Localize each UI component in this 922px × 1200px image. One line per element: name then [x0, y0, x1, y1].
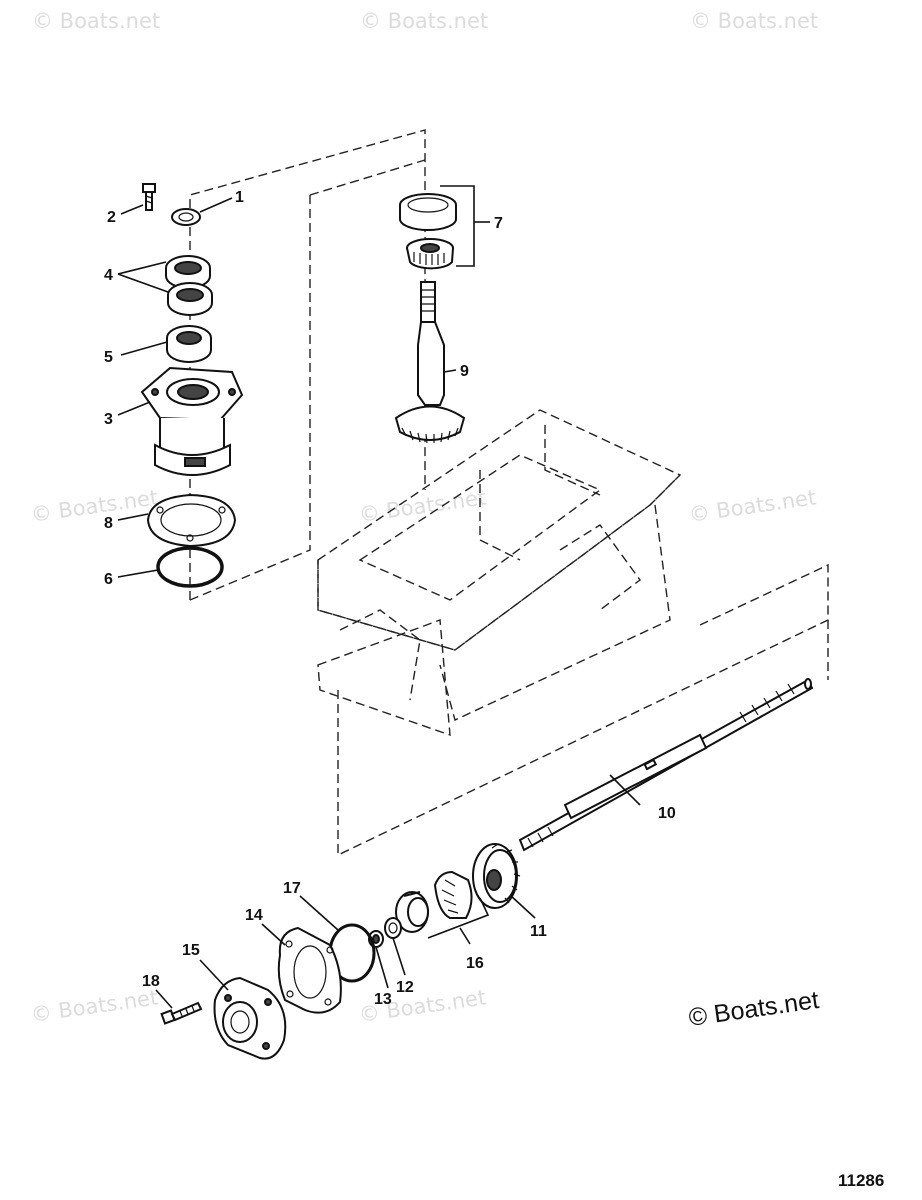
callout-15: 15 [182, 942, 200, 959]
gear-housing-phantom [317, 409, 682, 737]
callout-numbers: 1 2 3 4 5 6 7 8 9 10 11 12 13 14 15 16 1… [104, 189, 676, 1008]
part-18-bolt [160, 1001, 203, 1025]
callout-18: 18 [142, 973, 160, 990]
callout-2: 2 [107, 209, 116, 226]
callout-8: 8 [104, 515, 113, 532]
callout-3: 3 [104, 411, 113, 428]
part-11-gear [472, 843, 521, 909]
callout-9: 9 [460, 363, 469, 380]
part-4-seals [165, 255, 213, 316]
part-15-cover [213, 976, 287, 1060]
callout-12: 12 [396, 979, 414, 996]
watermark-4: © Boats.net [29, 485, 159, 527]
callout-1: 1 [235, 189, 244, 206]
callout-16: 16 [466, 955, 484, 972]
watermark-3: © Boats.net [690, 9, 818, 33]
part-14-gasket [277, 926, 342, 1014]
callout-10: 10 [658, 805, 676, 822]
callout-13: 13 [374, 991, 392, 1008]
watermark-6: © Boats.net [687, 485, 817, 527]
assembly-outline-lower [337, 563, 829, 857]
leader-lines [117, 185, 641, 1009]
part-10-shaft [518, 678, 814, 852]
part-1-washer [171, 208, 201, 226]
callout-6: 6 [104, 571, 113, 588]
part-5-seal [166, 325, 212, 363]
callout-4: 4 [104, 267, 113, 284]
callout-7: 7 [494, 215, 503, 232]
callout-14: 14 [245, 907, 263, 924]
watermark-7: © Boats.net [29, 985, 159, 1027]
watermark-2: © Boats.net [360, 9, 488, 33]
part-12-washer [384, 917, 402, 939]
part-7-bearing [399, 193, 457, 270]
part-9-pinion-shaft [394, 281, 466, 444]
copyright-label: © Boats.net [687, 986, 821, 1032]
part-16-bearing [395, 870, 473, 933]
callout-11: 11 [530, 923, 547, 940]
part-6-oring [156, 546, 224, 588]
callout-5: 5 [104, 349, 113, 366]
part-8-gasket [146, 493, 237, 548]
figure-number: 11286 [838, 1171, 884, 1190]
callout-17: 17 [283, 880, 301, 897]
watermark-1: © Boats.net [32, 9, 160, 33]
part-2-screw [142, 183, 156, 211]
part-3-housing [140, 366, 244, 476]
